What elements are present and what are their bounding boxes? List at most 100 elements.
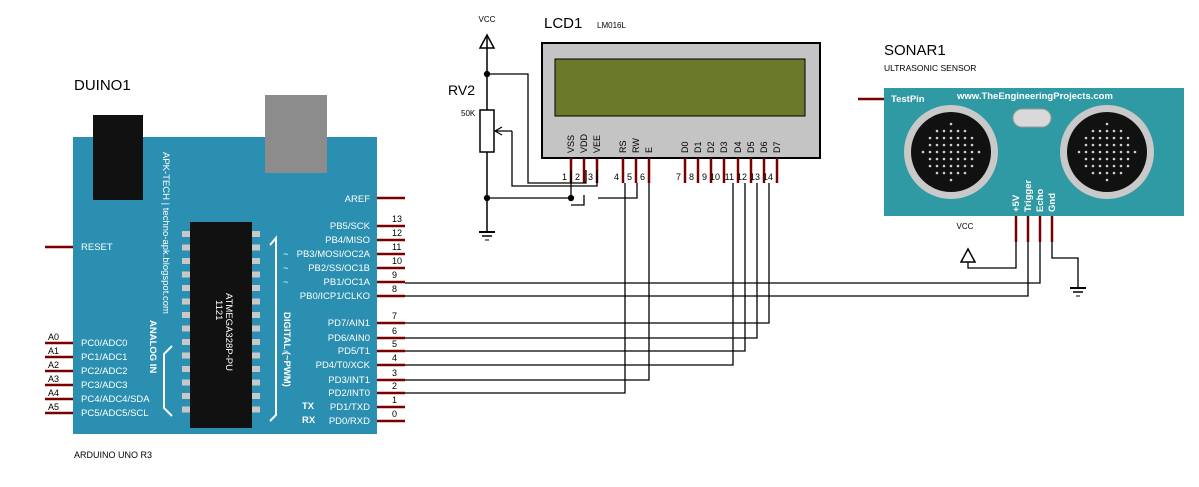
transducer-mesh-dot <box>977 150 981 154</box>
transducer-mesh-dot <box>935 129 939 133</box>
digital-pin-number: 13 <box>392 214 402 224</box>
chip-pin-mark-left <box>182 258 190 264</box>
transducer-mesh-dot <box>1098 171 1102 175</box>
transducer-mesh-dot <box>949 150 953 154</box>
rx-label: RX <box>302 415 316 426</box>
transducer-mesh-dot <box>970 164 974 168</box>
digital-pin-number: 3 <box>392 368 397 378</box>
transducer-mesh-dot <box>921 150 925 154</box>
chip-pin-mark-left <box>182 285 190 291</box>
wire-d9-echo <box>405 242 1041 284</box>
lcd-pin-number: 14 <box>763 172 773 182</box>
pwm-mark: ~ <box>283 263 289 274</box>
analog-bracket <box>163 345 173 417</box>
digital-pin-name: PB4/MISO <box>325 235 370 246</box>
lcd-model-label: LM016L <box>597 21 626 30</box>
transducer-mesh-dot <box>942 129 946 133</box>
transducer-mesh-dot <box>942 164 946 168</box>
lcd-pin-number: 3 <box>588 172 593 182</box>
analog-pin-number: A3 <box>48 374 59 384</box>
digital-pin-name: PD5/T1 <box>338 346 370 357</box>
analog-pin-number: A1 <box>48 346 59 356</box>
digital-pin-number: 6 <box>392 326 397 336</box>
atmega-chip <box>190 222 252 428</box>
transducer-mesh-dot <box>1098 136 1102 140</box>
chip-pin-mark-right <box>252 244 260 251</box>
digital-pin-name: PB1/OC1A <box>324 277 371 288</box>
wire-d4-lcd-d4 <box>405 183 734 366</box>
chip-pin-mark-right <box>252 258 260 264</box>
lcd-pin-name: D3 <box>719 141 729 153</box>
lcd-pin-name: VDD <box>579 133 589 153</box>
chip-pin-mark-right <box>252 298 260 305</box>
transducer-mesh-dot <box>1084 136 1088 140</box>
transducer-mesh-dot <box>1084 150 1088 154</box>
power-jack <box>93 115 143 200</box>
transducer-mesh-dot <box>949 122 953 126</box>
transducer-mesh-dot <box>1091 157 1095 161</box>
chip-pin-mark-right <box>252 312 260 318</box>
digital-pin-name: PD1/TXD <box>330 402 370 413</box>
chip-pin-mark-right <box>252 406 260 413</box>
transducer-mesh-dot <box>1112 157 1116 161</box>
wire-d3-lcd-e <box>405 183 650 381</box>
chip-pin-mark-left <box>182 271 190 278</box>
transducer-mesh-dot <box>1105 122 1109 126</box>
transducer-mesh-dot <box>1091 136 1095 140</box>
chip-pin-mark-right <box>252 379 260 386</box>
transducer-mesh-dot <box>928 157 932 161</box>
chip-pin-marks <box>182 231 260 413</box>
transducer-mesh-dot <box>1098 143 1102 147</box>
digital-pin-number: 1 <box>392 395 397 405</box>
potentiometer-body <box>479 109 495 153</box>
transducer-mesh-dot <box>935 171 939 175</box>
chip-pin-mark-right <box>252 231 260 237</box>
chip-pin-mark-right <box>252 393 260 399</box>
transducer-mesh-dot <box>942 171 946 175</box>
lcd-pin-number: 5 <box>627 172 632 182</box>
sonar-ref-label: SONAR1 <box>884 42 946 59</box>
transducer-mesh-dot <box>970 143 974 147</box>
transducer-mesh-dot <box>1084 164 1088 168</box>
transducer-mesh-dot <box>963 143 967 147</box>
pot-value-label: 50K <box>461 109 476 118</box>
digital-pin-name: PD7/AIN1 <box>328 318 370 329</box>
chip-pin-mark-right <box>252 339 260 345</box>
chip-pin-mark-left <box>182 366 190 372</box>
digital-pin-number: 0 <box>392 409 397 419</box>
transducer-mesh-dot <box>970 157 974 161</box>
transducer-mesh-dot <box>1112 164 1116 168</box>
transducer-mesh-dot <box>963 129 967 133</box>
transducer-mesh-dot <box>1091 164 1095 168</box>
transducer-mesh-dot <box>928 143 932 147</box>
lcd-pin-name: D1 <box>693 141 703 153</box>
transducer-mesh-dot <box>1119 129 1123 133</box>
transducer-mesh-dot <box>1091 129 1095 133</box>
digital-bracket <box>269 235 277 422</box>
potentiometer-group: VCC RV2 50K <box>448 15 598 241</box>
transducer-mesh-dot <box>1098 150 1102 154</box>
pot-wiper-arrow <box>493 126 512 136</box>
transducer-mesh-dot <box>1091 171 1095 175</box>
transducer-mesh-dot <box>1105 129 1109 133</box>
digital-pin-name: PD6/AIN0 <box>328 333 370 344</box>
digital-pin-number: 8 <box>392 284 397 294</box>
ground-symbol-pot <box>479 231 495 241</box>
arduino-name-label: ARDUINO UNO R3 <box>74 450 152 460</box>
transducer-mesh-dot <box>949 157 953 161</box>
transducer-mesh-dot <box>963 136 967 140</box>
chip-pin-mark-right <box>252 366 260 372</box>
analog-pin-number: A5 <box>48 402 59 412</box>
transducer-mesh-dot <box>1105 171 1109 175</box>
transducer-mesh-dot <box>1084 157 1088 161</box>
pwm-mark: ~ <box>283 277 289 288</box>
lcd-pin-number: 4 <box>614 172 619 182</box>
pwm-mark: ~ <box>283 375 289 386</box>
chip-pin-mark-left <box>182 312 190 318</box>
transducer-mesh-dot <box>956 136 960 140</box>
transducer-mesh-dot <box>1112 143 1116 147</box>
analog-pin-name: PC0/ADC0 <box>81 338 127 349</box>
transducer-mesh-dot <box>1105 136 1109 140</box>
lcd-pin-number: 2 <box>575 172 580 182</box>
